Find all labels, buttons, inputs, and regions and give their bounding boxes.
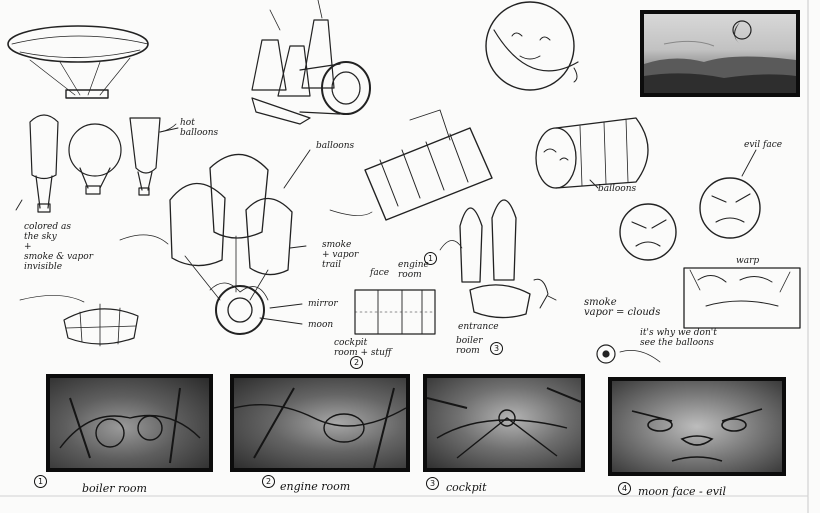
cross-section-diagram bbox=[354, 289, 436, 335]
hot-balloons-label: hot balloons bbox=[180, 118, 219, 138]
boiler-room-small-label: boiler room bbox=[456, 336, 483, 356]
barrel-airship-sketch bbox=[329, 109, 493, 221]
balloons-label-mid: balloons bbox=[598, 184, 637, 194]
diagram-number-2: 2 bbox=[350, 356, 363, 369]
balloons-label-top: balloons bbox=[316, 141, 355, 151]
panel-1-caption: boiler room bbox=[82, 482, 147, 495]
mirror-label: mirror bbox=[308, 299, 338, 309]
diagram-number-3: 3 bbox=[490, 342, 503, 355]
crescent-moon-sketch bbox=[485, 1, 579, 91]
eyeball-sketch bbox=[596, 344, 661, 364]
zeppelin-sketch bbox=[7, 25, 149, 99]
colored-sky-note: colored as the sky + smoke & vapor invis… bbox=[24, 222, 94, 272]
storyboard-panel-engine-room bbox=[230, 374, 410, 472]
diagram-number-1: 1 bbox=[424, 252, 437, 265]
cylinder-balloon-sketch bbox=[535, 117, 649, 189]
panel-2-number: 2 bbox=[262, 475, 275, 488]
cockpit-room-label: cockpit room + stuff bbox=[334, 338, 392, 358]
storyboard-panel-boiler-room bbox=[46, 374, 213, 472]
smoke-vapor-clouds-label: smoke vapor = clouds bbox=[584, 297, 661, 318]
leader-arrows bbox=[15, 127, 757, 325]
evil-face-label: evil face bbox=[744, 140, 783, 150]
panel-4-caption: moon face - evil bbox=[638, 485, 727, 498]
small-airship-sketch bbox=[19, 295, 139, 347]
panel-2-caption: engine room bbox=[280, 480, 351, 493]
entrance-label: entrance bbox=[458, 322, 499, 332]
panel-4-number: 4 bbox=[618, 482, 631, 495]
balloon-cluster-sketch bbox=[119, 153, 293, 335]
landscape-art bbox=[644, 20, 796, 93]
landscape-thumbnail bbox=[640, 10, 800, 97]
smoke-vapor-trail-label: smoke + vapor trail bbox=[322, 240, 359, 270]
balloons-explanation-note: it's why we don't see the balloons bbox=[640, 328, 717, 348]
panel-3-number: 3 bbox=[426, 477, 439, 490]
storyboard-panel-moon-face bbox=[608, 377, 786, 476]
warp-label: warp bbox=[736, 256, 760, 266]
moon-label: moon bbox=[308, 320, 334, 330]
cockpit-art bbox=[427, 387, 581, 459]
storyboard-panel-cockpit bbox=[423, 374, 585, 472]
engine-room-art bbox=[234, 387, 406, 468]
panel-1-number: 1 bbox=[34, 475, 47, 488]
evil-faces-sketch bbox=[619, 177, 761, 261]
small-balloons-sketch bbox=[29, 114, 177, 213]
face-label: face bbox=[370, 268, 390, 278]
engine-room-label: engine room bbox=[398, 260, 429, 280]
panel-3-caption: cockpit bbox=[446, 481, 487, 494]
engine-cluster-sketch bbox=[251, 0, 371, 125]
moon-face-art bbox=[631, 408, 763, 462]
boiler-room-art bbox=[59, 387, 201, 464]
rocket-engines-sketch bbox=[439, 199, 549, 319]
warp-panel-sketch bbox=[683, 267, 801, 329]
